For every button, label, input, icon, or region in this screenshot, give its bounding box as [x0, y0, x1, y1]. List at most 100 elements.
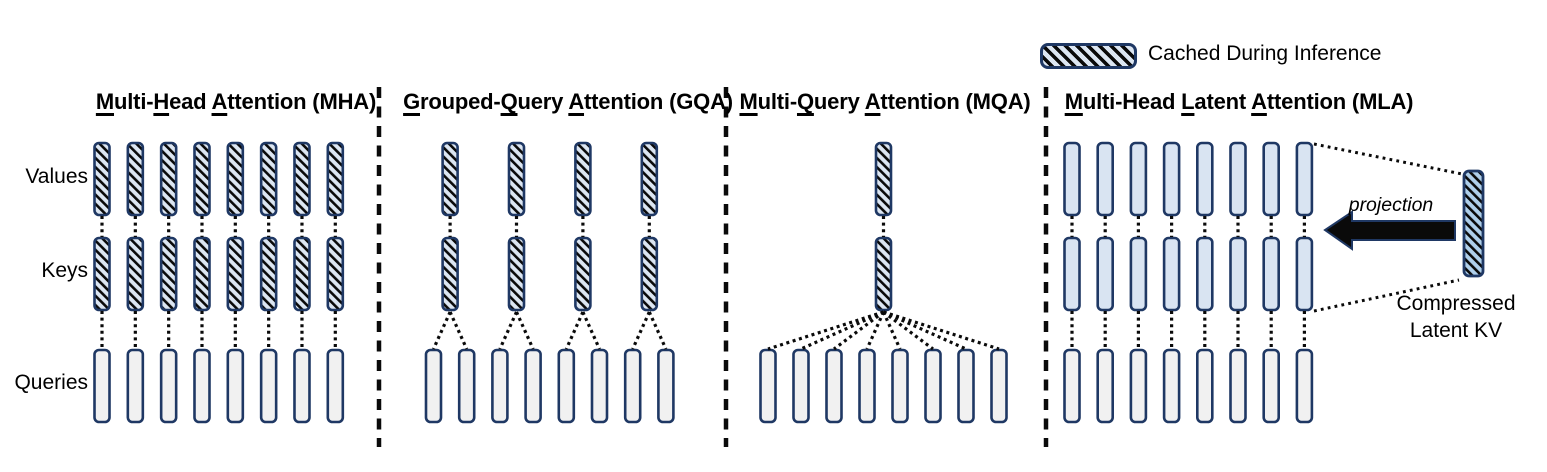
mha-key-bar-2 — [126, 236, 145, 312]
mha-value-bar-8 — [326, 141, 345, 217]
gqa-value-bar-1 — [441, 141, 459, 217]
panel-title-mqa: Multi-Query Attention (MQA) — [739, 89, 1031, 114]
mqa-query-bar-8 — [990, 348, 1008, 424]
panel-title-mha: Multi-Head Attention (MHA) — [95, 89, 377, 114]
mqa-query-bar-1 — [759, 348, 777, 424]
panel-title-mla: Multi-Head Latent Attention (MLA) — [1064, 89, 1414, 114]
mqa-query-bar-5 — [891, 348, 909, 424]
mla-key-bar-2 — [1096, 236, 1114, 312]
gqa-key-bar-4 — [640, 236, 659, 312]
projection-label: projection — [1348, 194, 1434, 216]
mha-key-bar-1 — [93, 236, 111, 312]
latent-kv-bar — [1462, 169, 1485, 278]
mha-key-bar-3 — [159, 236, 178, 312]
mla-key-bar-8 — [1295, 236, 1314, 312]
gqa-key-bar-1 — [441, 236, 459, 312]
mqa-query-bar-7 — [957, 348, 975, 424]
mqa-query-bar-4 — [858, 348, 876, 424]
panel-title-gqa: Grouped-Query Attention (GQA) — [403, 89, 733, 114]
mla-key-bar-1 — [1063, 236, 1081, 312]
gqa-value-bar-3 — [574, 141, 592, 217]
mqa-value-bar-1 — [874, 141, 893, 217]
mqa-key-query-connector — [883, 310, 1000, 351]
gqa-key-query-connector — [515, 311, 535, 350]
mla-query-bar-4 — [1162, 348, 1181, 424]
mqa-key-bar-1 — [874, 236, 893, 312]
row-label-queries: Queries — [14, 371, 88, 394]
gqa-key-query-connector — [448, 311, 469, 350]
gqa-key-query-connector — [564, 311, 585, 350]
mla-value-bar-4 — [1162, 141, 1181, 217]
mha-query-bar-8 — [326, 348, 345, 424]
mha-value-bar-1 — [93, 141, 111, 217]
projection-arrow-icon — [1323, 210, 1456, 251]
gqa-value-bar-2 — [507, 141, 526, 217]
gqa-key-query-connector — [647, 311, 668, 350]
mha-query-bar-4 — [193, 348, 211, 424]
mla-key-bar-6 — [1229, 236, 1247, 312]
gqa-key-bar-3 — [574, 236, 592, 312]
mla-key-bar-7 — [1262, 236, 1280, 312]
gqa-key-bar-2 — [507, 236, 526, 312]
mla-query-bar-2 — [1096, 348, 1114, 424]
mla-query-bar-8 — [1295, 348, 1314, 424]
gqa-value-bar-4 — [640, 141, 659, 217]
mla-value-bar-1 — [1063, 141, 1081, 217]
mla-value-bar-8 — [1295, 141, 1314, 217]
mha-value-bar-5 — [226, 141, 245, 217]
mha-key-bar-8 — [326, 236, 345, 312]
mha-key-bar-6 — [259, 236, 278, 312]
mqa-key-query-connector — [767, 310, 884, 351]
gqa-query-bar-4 — [524, 348, 542, 424]
gqa-query-bar-7 — [623, 348, 642, 424]
gqa-query-bar-8 — [657, 348, 675, 424]
gqa-key-query-connector — [432, 311, 452, 350]
mla-key-bar-3 — [1129, 236, 1148, 312]
legend-label: Cached During Inference — [1148, 42, 1382, 65]
mha-key-bar-5 — [226, 236, 245, 312]
mla-key-bar-5 — [1196, 236, 1214, 312]
mqa-key-query-connector — [865, 311, 885, 350]
mla-value-bar-5 — [1196, 141, 1214, 217]
mla-query-bar-3 — [1129, 348, 1148, 424]
mha-query-bar-7 — [293, 348, 311, 424]
mla-query-bar-7 — [1262, 348, 1280, 424]
gqa-query-bar-1 — [424, 348, 443, 424]
mha-query-bar-6 — [259, 348, 278, 424]
mla-key-bar-4 — [1162, 236, 1181, 312]
mqa-key-query-connector — [882, 310, 967, 351]
mla-value-bar-7 — [1262, 141, 1280, 217]
compressed-latent-kv-label: Compressed Latent KV — [1396, 292, 1516, 342]
mha-key-bar-7 — [293, 236, 311, 312]
mla-query-bar-5 — [1196, 348, 1214, 424]
mha-query-bar-2 — [126, 348, 145, 424]
mha-query-bar-1 — [93, 348, 111, 424]
cached-hatch-swatch-icon — [1040, 43, 1137, 69]
mha-key-bar-4 — [193, 236, 211, 312]
mqa-query-bar-6 — [924, 348, 942, 424]
mla-query-bar-1 — [1063, 348, 1081, 424]
mla-value-bar-6 — [1229, 141, 1247, 217]
gqa-query-bar-2 — [457, 348, 476, 424]
mha-value-bar-2 — [126, 141, 145, 217]
mqa-query-bar-2 — [792, 348, 810, 424]
mqa-key-query-connector — [882, 311, 902, 350]
latent-top-dotted-line — [1313, 142, 1463, 176]
mha-value-bar-6 — [259, 141, 278, 217]
gqa-query-bar-3 — [491, 348, 509, 424]
gqa-key-query-connector — [631, 311, 651, 350]
mqa-query-bar-3 — [825, 348, 843, 424]
mha-query-bar-5 — [226, 348, 245, 424]
gqa-key-query-connector — [581, 311, 601, 350]
row-label-values: Values — [25, 165, 88, 188]
mha-value-bar-3 — [159, 141, 178, 217]
row-label-keys: Keys — [41, 259, 88, 282]
mha-value-bar-7 — [293, 141, 311, 217]
mla-value-bar-3 — [1129, 141, 1148, 217]
mha-value-bar-4 — [193, 141, 211, 217]
mha-query-bar-3 — [159, 348, 178, 424]
mqa-key-query-connector — [800, 310, 885, 351]
mla-query-bar-6 — [1229, 348, 1247, 424]
